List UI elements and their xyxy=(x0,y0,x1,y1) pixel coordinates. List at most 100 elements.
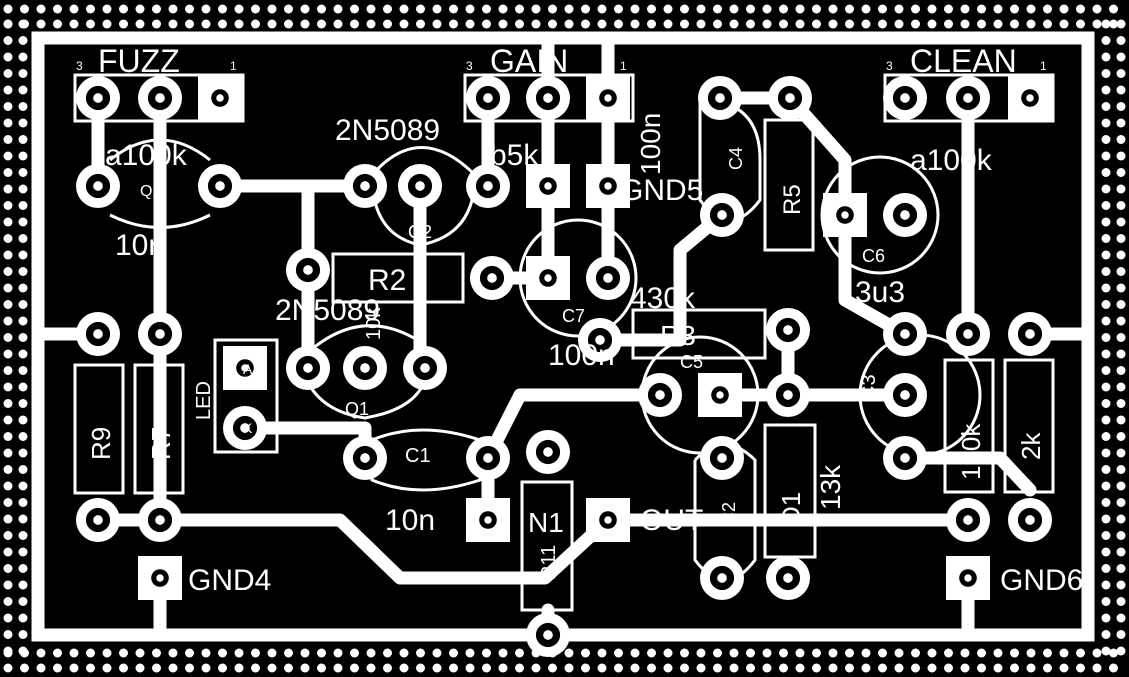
edge-dot xyxy=(762,4,772,14)
edge-dot xyxy=(53,648,62,658)
edge-dot xyxy=(432,19,442,29)
edge-dot xyxy=(135,19,145,29)
label-fuzz-pin1: 1 xyxy=(230,59,237,73)
label-gain: GAIN xyxy=(490,43,568,79)
edge-dot xyxy=(3,630,13,639)
label-r11: R11 xyxy=(538,545,560,580)
edge-dot xyxy=(927,4,937,14)
edge-dot xyxy=(1116,250,1126,260)
edge-dot xyxy=(18,250,28,260)
edge-dot xyxy=(1101,366,1111,375)
edge-dot xyxy=(1076,19,1085,29)
edge-dot xyxy=(482,648,491,658)
edge-dot xyxy=(944,663,953,673)
label-gnd5: GND5 xyxy=(620,174,703,207)
edge-dot xyxy=(729,19,739,29)
edge-dot xyxy=(449,663,458,673)
label-q2-ref: Q2 xyxy=(408,222,432,242)
edge-dot xyxy=(894,648,904,658)
edge-dot xyxy=(18,613,28,623)
edge-dot xyxy=(878,663,887,673)
edge-dot xyxy=(812,648,821,658)
component-pad xyxy=(946,312,990,356)
component-pad xyxy=(466,164,510,208)
edge-dot xyxy=(1101,69,1111,78)
edge-dot xyxy=(597,4,607,14)
edge-dot xyxy=(696,4,706,14)
edge-dot xyxy=(119,19,128,29)
edge-dot xyxy=(614,648,623,658)
edge-dot xyxy=(960,648,970,658)
edge-dot xyxy=(795,663,805,673)
component-square-pad xyxy=(823,193,867,237)
edge-dot xyxy=(86,663,95,673)
edge-dot xyxy=(399,663,409,673)
edge-dot xyxy=(1116,151,1126,161)
component-pad xyxy=(1008,312,1052,356)
edge-dot xyxy=(3,19,13,29)
label-10n-bottom: 10n xyxy=(385,504,435,537)
edge-dot xyxy=(201,19,211,29)
edge-dot xyxy=(861,4,871,14)
edge-dot xyxy=(185,19,194,29)
edge-dot xyxy=(168,19,178,29)
edge-dot xyxy=(152,19,161,29)
edge-dot xyxy=(18,333,28,342)
edge-dot xyxy=(18,646,28,656)
component-pad xyxy=(578,318,622,362)
edge-dot xyxy=(927,648,937,658)
edge-dot xyxy=(18,498,28,507)
edge-dot xyxy=(944,648,953,658)
edge-dot xyxy=(680,648,689,658)
edge-dot xyxy=(1101,613,1111,623)
label-c4: C4 xyxy=(726,147,746,170)
edge-dot xyxy=(515,19,524,29)
edge-dot xyxy=(944,4,953,14)
edge-dot xyxy=(894,663,904,673)
edge-dot xyxy=(548,19,557,29)
edge-dot xyxy=(1101,415,1111,425)
edge-dot xyxy=(399,19,409,29)
edge-dot xyxy=(1101,333,1111,342)
edge-dot xyxy=(3,201,13,210)
edge-dot xyxy=(69,648,79,658)
edge-dot xyxy=(3,250,13,260)
edge-dot xyxy=(696,648,706,658)
label-anode: A xyxy=(243,361,253,377)
label-c5: C5 xyxy=(680,352,703,372)
edge-dot xyxy=(581,663,590,673)
edge-dot xyxy=(1116,52,1126,62)
edge-dot xyxy=(416,648,425,658)
edge-dot xyxy=(168,648,178,658)
edge-dot xyxy=(168,663,178,673)
edge-dot xyxy=(1101,168,1111,177)
edge-dot xyxy=(300,648,310,658)
edge-dot xyxy=(152,663,161,673)
edge-dot xyxy=(3,465,13,474)
edge-dot xyxy=(746,19,755,29)
edge-dot xyxy=(18,366,28,375)
edge-dot xyxy=(135,4,145,14)
edge-dot xyxy=(828,4,838,14)
edge-dot xyxy=(1116,630,1126,639)
pot-pin-pad xyxy=(946,76,990,120)
edge-dot xyxy=(1101,630,1111,639)
edge-dot xyxy=(18,19,28,29)
label-fuzz-pin3: 3 xyxy=(76,59,83,73)
edge-dot xyxy=(3,597,13,606)
edge-dot xyxy=(581,4,590,14)
label-out: OUT xyxy=(640,504,703,537)
label-r5: R5 xyxy=(779,184,806,215)
edge-dot xyxy=(845,648,854,658)
edge-dot xyxy=(1010,648,1019,658)
edge-dot xyxy=(366,648,376,658)
edge-dot xyxy=(630,19,640,29)
edge-dot xyxy=(1116,597,1126,606)
edge-dot xyxy=(548,4,557,14)
component-square-pad xyxy=(586,164,630,208)
edge-dot xyxy=(1101,316,1111,326)
edge-dot xyxy=(234,4,244,14)
edge-dot xyxy=(185,4,194,14)
edge-dot xyxy=(18,168,28,177)
edge-dot xyxy=(317,648,326,658)
